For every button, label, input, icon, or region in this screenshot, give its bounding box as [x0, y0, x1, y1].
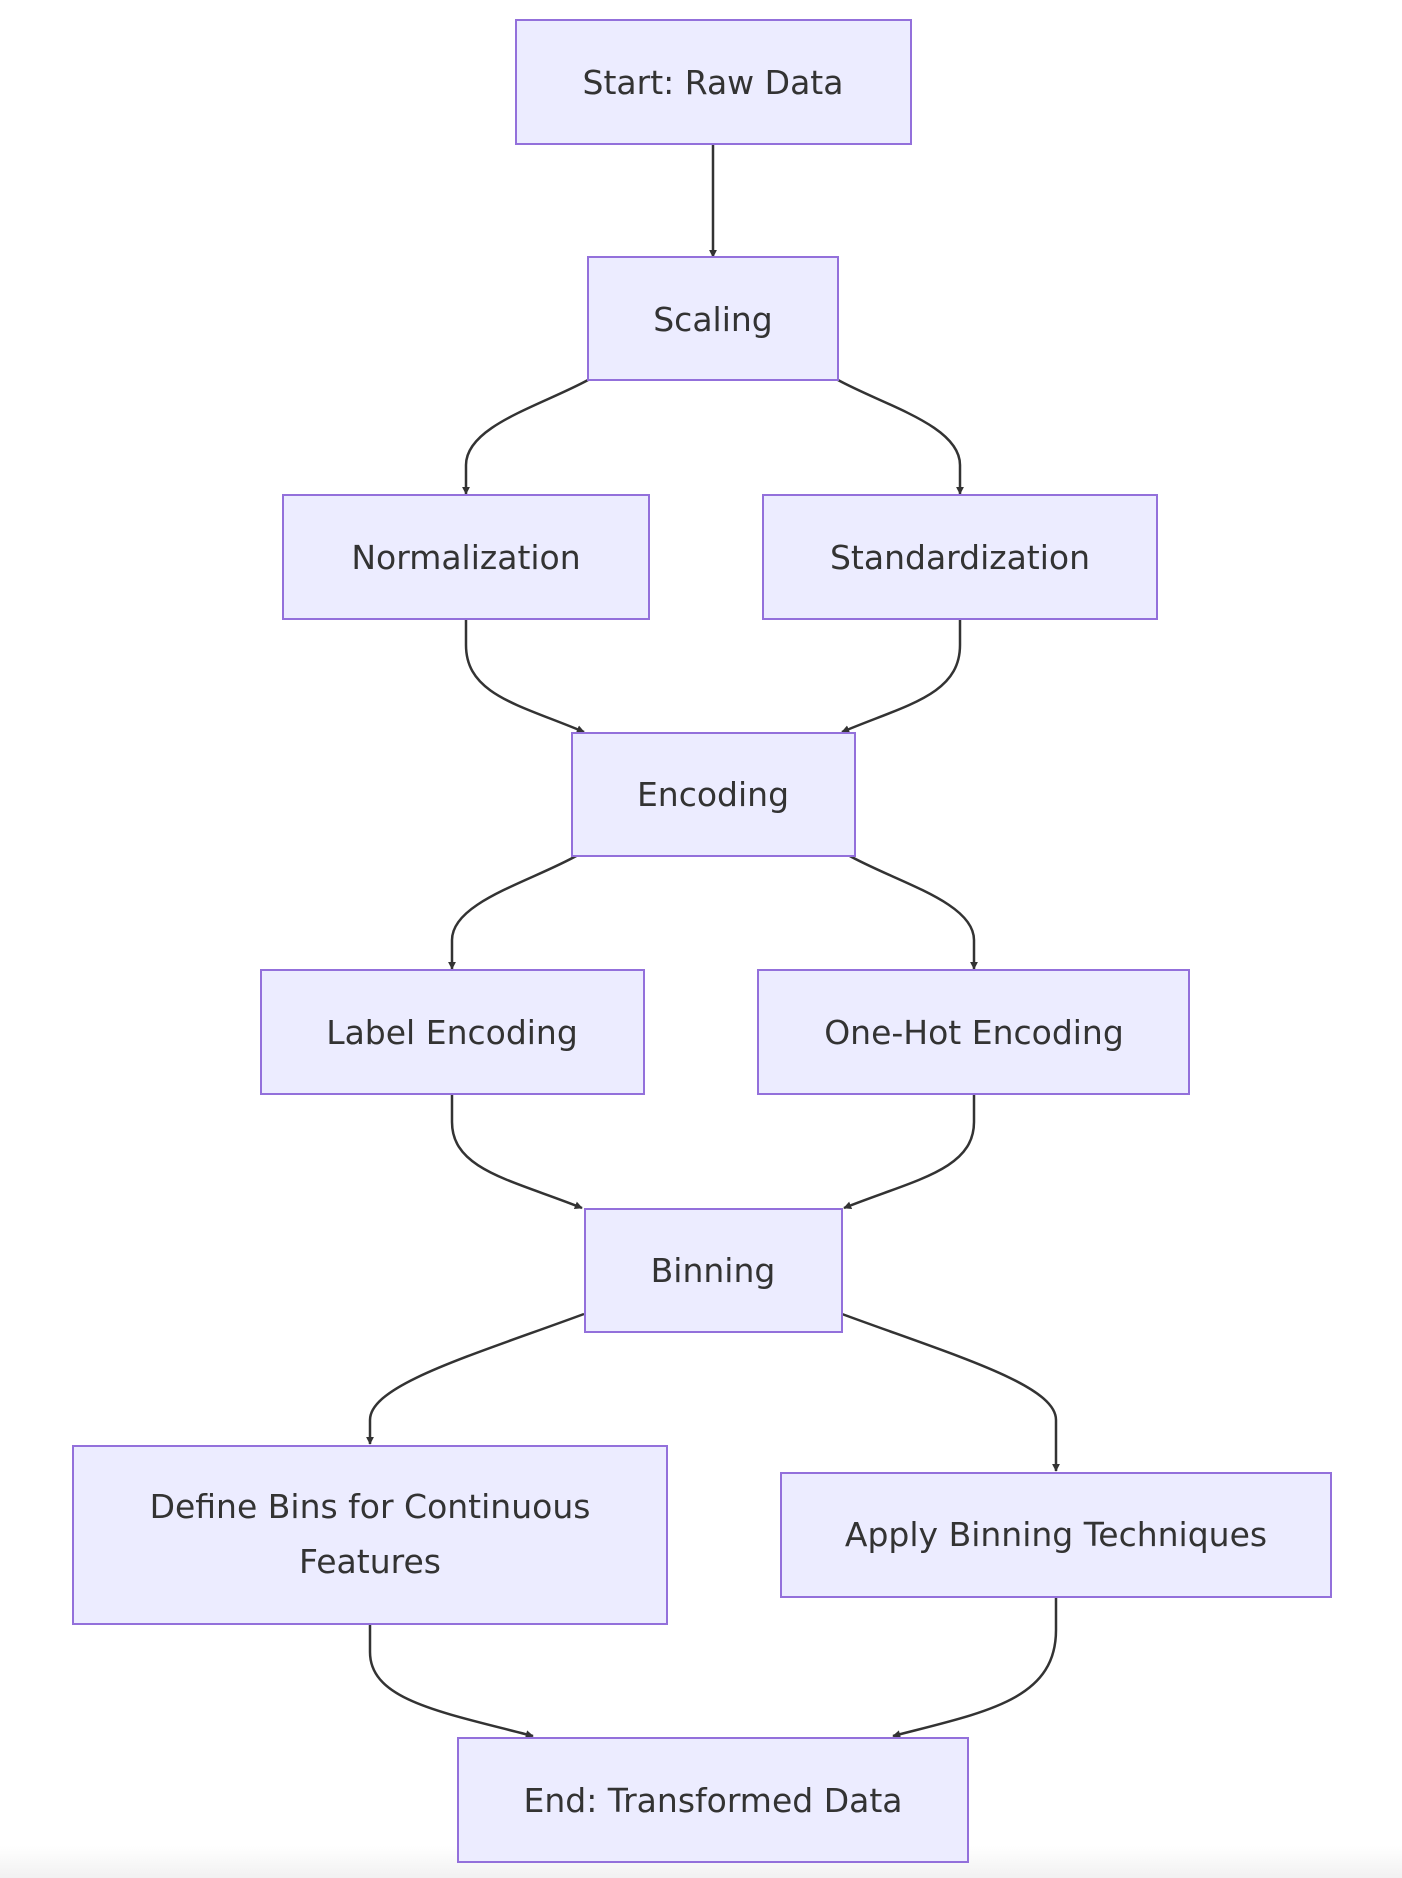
edge-normalization-encoding: [464, 619, 585, 734]
node-label: One-Hot Encoding: [824, 1013, 1124, 1052]
node-label: Label Encoding: [326, 1013, 578, 1052]
node-start: Start: Raw Data: [515, 19, 912, 145]
edge-applybinning-end: [892, 1597, 1058, 1739]
node-label: Binning: [651, 1251, 776, 1290]
node-normalization: Normalization: [282, 494, 650, 620]
edge-binning-applybinning: [841, 1312, 1060, 1472]
node-scaling: Scaling: [587, 256, 839, 381]
edge-scaling-normalization: [462, 378, 589, 495]
node-binning: Binning: [584, 1208, 843, 1333]
node-box: [457, 1737, 969, 1863]
edge-standardization-encoding: [841, 619, 962, 734]
node-box: [780, 1472, 1332, 1598]
node-box: [757, 969, 1190, 1095]
node-encoding: Encoding: [571, 732, 856, 857]
node-label: Encoding: [637, 775, 789, 814]
node-label: Scaling: [653, 300, 773, 339]
node-label-encoding: Label Encoding: [260, 969, 645, 1095]
node-box: [72, 1445, 668, 1625]
node-box: [282, 494, 650, 620]
node-box: [584, 1208, 843, 1333]
node-define-bins: Define Bins for Continuous Features: [72, 1445, 668, 1625]
edge-scaling-standardization: [837, 378, 964, 495]
node-box: [515, 19, 912, 145]
node-box: [571, 732, 856, 857]
node-box: [260, 969, 645, 1095]
node-end: End: Transformed Data: [457, 1737, 969, 1863]
nodes: Start: Raw Data Scaling Normalization St…: [72, 19, 1332, 1863]
edge-onehot-binning: [843, 1094, 976, 1210]
edges: [366, 144, 1060, 1739]
node-label-line-2: Features: [299, 1542, 441, 1581]
node-label: Apply Binning Techniques: [845, 1515, 1267, 1554]
edge-binning-definebins: [366, 1312, 585, 1445]
node-label: Normalization: [351, 538, 580, 577]
edge-label-binning: [450, 1094, 583, 1210]
node-apply-binning: Apply Binning Techniques: [780, 1472, 1332, 1598]
node-label-line-1: Define Bins for Continuous: [150, 1487, 591, 1526]
node-label: End: Transformed Data: [523, 1781, 902, 1820]
edge-encoding-onehot: [847, 853, 978, 970]
node-box: [587, 256, 839, 381]
node-one-hot-encoding: One-Hot Encoding: [757, 969, 1190, 1095]
node-standardization: Standardization: [762, 494, 1158, 620]
edge-encoding-label: [448, 853, 579, 970]
node-box: [762, 494, 1158, 620]
node-label: Start: Raw Data: [583, 63, 844, 102]
edge-definebins-end: [368, 1624, 534, 1739]
node-label: Standardization: [830, 538, 1090, 577]
